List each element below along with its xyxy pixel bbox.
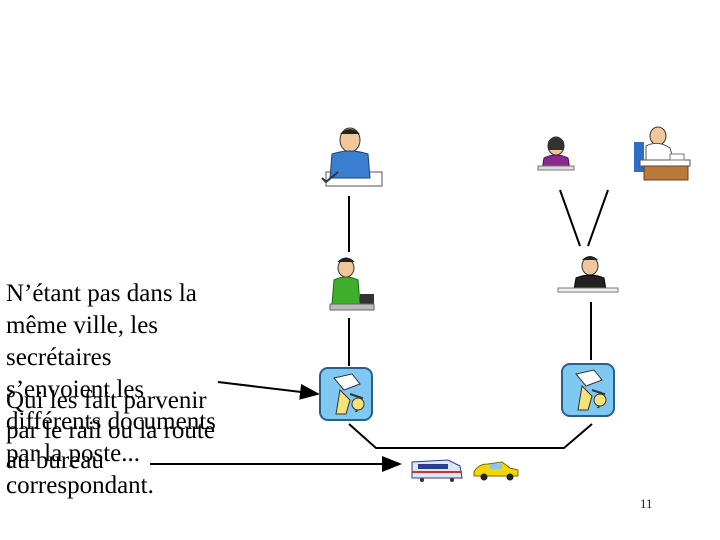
text-line: même ville, les [6,312,159,339]
mail-carrier-left-icon [319,367,373,421]
secretary-computer-icon [329,257,375,311]
woman-on-phone-icon [537,136,575,171]
car-icon [473,461,519,481]
mail-carrier-right-icon [561,363,615,417]
arrow-to-mail-carrier [217,381,320,400]
text-line: secrétaires [6,344,112,371]
slide-number: 11 [640,496,653,511]
connector-right-v1 [559,189,581,247]
manager-at-desk-icon [557,256,619,293]
text-line: différents documents [6,408,216,435]
text-block-front: Qui les fait parvenir par le rail ou la … [6,386,256,476]
connector-right-v2 [587,189,609,247]
text-block-back: N’étant pas dans la même ville, les secr… [6,278,256,502]
text-line: s’envoient les [6,376,145,403]
office-worker-writing-icon [321,127,383,187]
text-line: correspondant. [6,472,154,499]
text-line: N’étant pas dans la [6,280,197,307]
text-line: au bureau [6,447,104,474]
text-line: par la poste... [6,440,140,467]
connector-bottom [348,423,593,449]
text-line: Qui les fait parvenir [6,387,207,414]
man-at-desk-icon [634,126,691,181]
text-line: par le rail ou la route [6,417,215,444]
train-icon [411,459,463,482]
